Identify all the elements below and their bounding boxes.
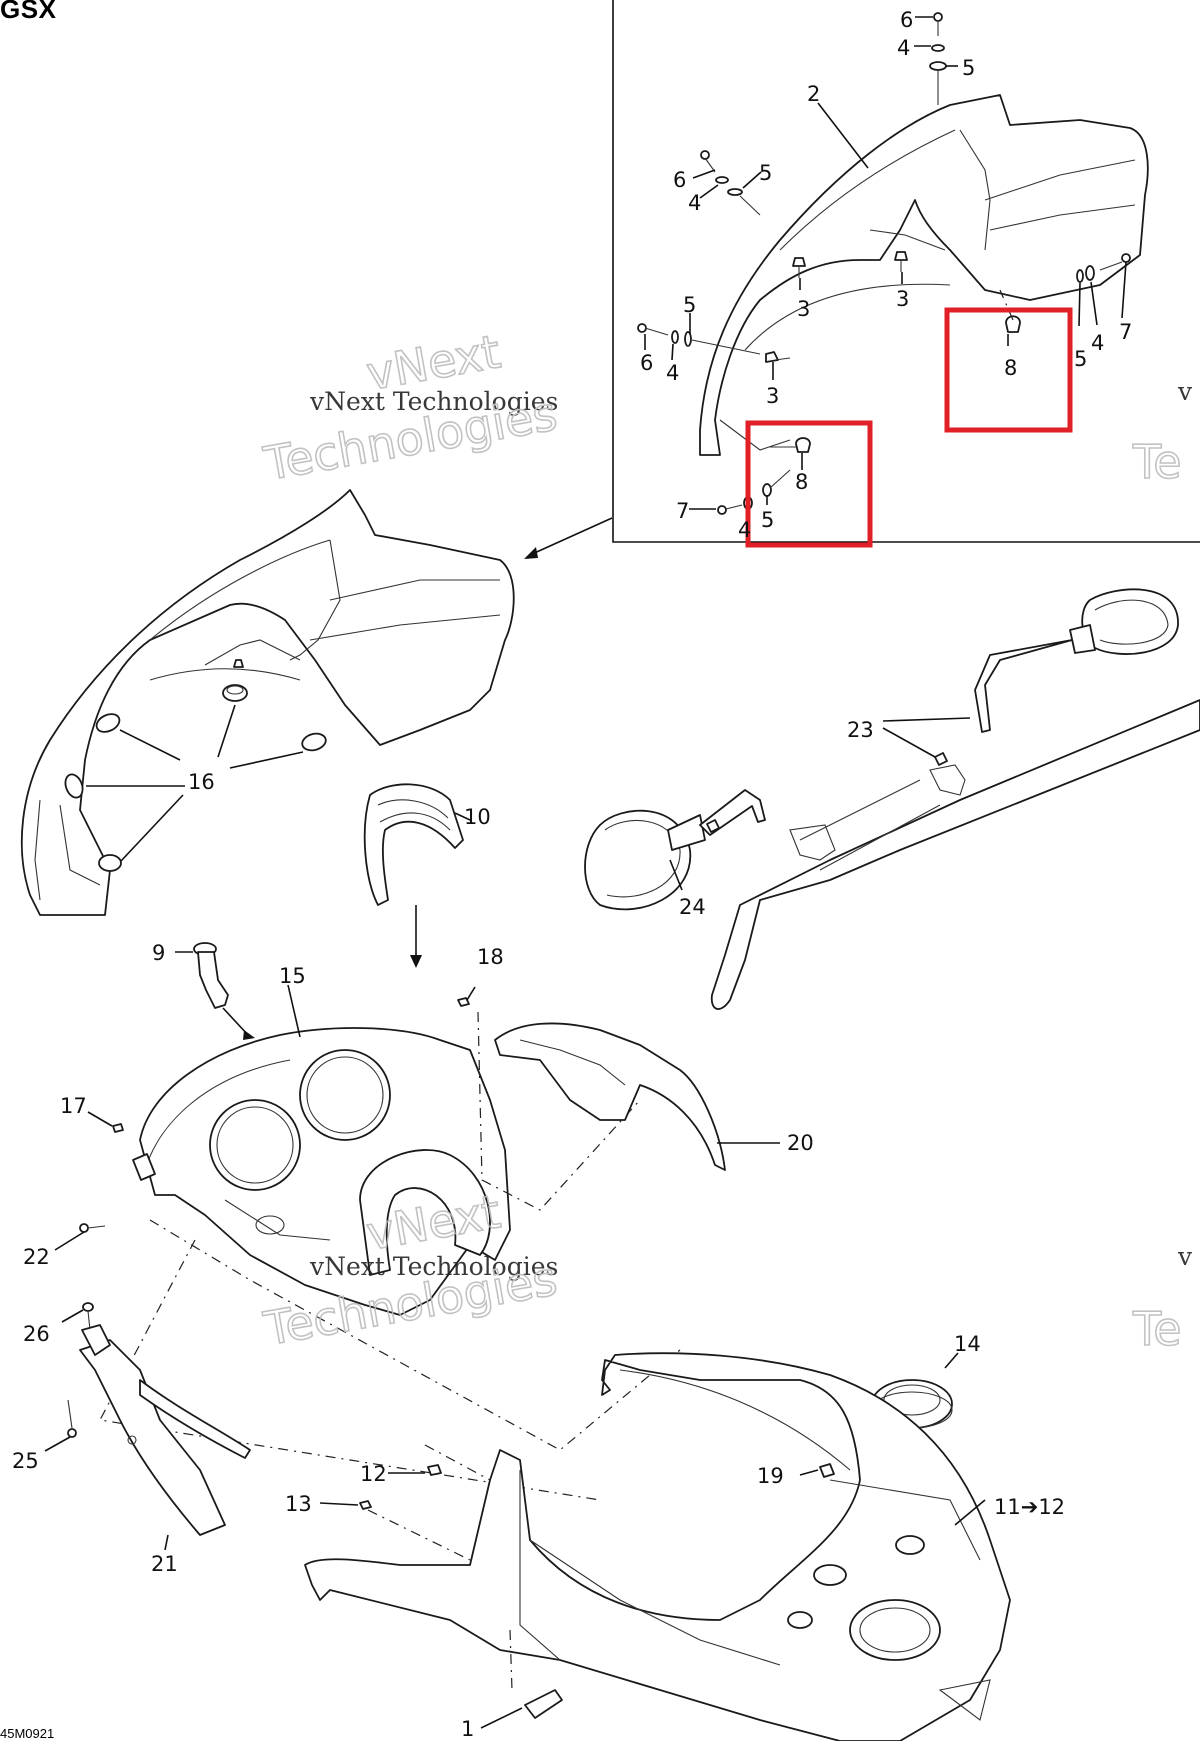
callout-19: 19	[757, 1464, 784, 1488]
callout-5: 5	[759, 161, 772, 185]
callout-4: 4	[666, 361, 679, 385]
watermark-side-4: Te	[1132, 1302, 1182, 1356]
parts-17-18-20-22	[54, 986, 780, 1501]
callout-6: 6	[900, 8, 913, 32]
callout-16: 16	[188, 770, 215, 794]
callout-20: 20	[787, 1131, 814, 1155]
inset-hardware	[637, 12, 1131, 515]
callout-14: 14	[954, 1332, 981, 1356]
grommets-16	[64, 659, 327, 872]
callout-6: 6	[640, 351, 653, 375]
callout-4: 4	[688, 191, 701, 215]
callout-8: 8	[1004, 356, 1017, 380]
inset-arrow	[529, 517, 613, 556]
watermark-top-2: vNext Technologies	[309, 387, 558, 416]
watermark-side-1: v	[1177, 377, 1193, 406]
callout-12: 12	[360, 1462, 387, 1486]
parts-21-25-26	[44, 1302, 251, 1551]
callout-3: 3	[797, 297, 810, 321]
callout-25: 25	[12, 1449, 39, 1473]
callout-5: 5	[683, 293, 696, 317]
callout-4: 4	[1091, 331, 1104, 355]
callout-10: 10	[464, 805, 491, 829]
watermark-side-3: v	[1177, 1242, 1193, 1271]
highlight-box-part-8-left	[745, 420, 873, 548]
part-15-housing	[132, 984, 511, 1316]
callout-5: 5	[1074, 347, 1087, 371]
callout-21: 21	[151, 1552, 178, 1576]
callout-7: 7	[676, 499, 689, 523]
inset-frame	[612, 0, 1200, 543]
callout-24: 24	[679, 895, 706, 919]
callout-7: 7	[1119, 320, 1132, 344]
watermarks: vNext vNext Technologies Technologies vN…	[259, 324, 1193, 1357]
callout-18: 18	[477, 945, 504, 969]
watermark-mid-2: vNext Technologies	[309, 1252, 558, 1281]
callout-8: 8	[795, 470, 808, 494]
callout-1: 1	[461, 1717, 474, 1741]
lower-body-panel	[304, 1352, 1011, 1742]
callout-4: 4	[738, 518, 751, 542]
callout-23: 23	[847, 718, 874, 742]
callout-3: 3	[766, 384, 779, 408]
callout-13: 13	[285, 1492, 312, 1516]
callout-5: 5	[962, 56, 975, 80]
drawing-code: 45M0921	[0, 1726, 55, 1741]
callout-5: 5	[761, 508, 774, 532]
callout-15: 15	[279, 964, 306, 988]
inset-leaders	[644, 16, 1127, 510]
callout-3: 3	[896, 287, 909, 311]
model-label: GSX	[0, 0, 57, 24]
callout-26: 26	[23, 1322, 50, 1346]
callout-labels: 6 4 5 2 6 5 4 3 3 7 4 5 8 5 6 4 3 8 7 5 …	[12, 8, 1132, 1741]
highlight-box-part-8-right	[944, 307, 1073, 433]
inset-windshield	[699, 94, 1149, 456]
watermark-side-2: Te	[1132, 435, 1182, 489]
callout-2: 2	[807, 82, 820, 106]
callout-4: 4	[897, 36, 910, 60]
mirrors-handlebar	[584, 588, 1200, 1010]
callout-9: 9	[152, 941, 165, 965]
callout-22: 22	[23, 1245, 50, 1269]
callout-11-12: 11➔12	[994, 1495, 1065, 1519]
part-9-socket	[175, 942, 255, 1040]
part-10-cover	[363, 783, 471, 968]
main-windshield	[20, 489, 515, 916]
callout-17: 17	[60, 1094, 87, 1118]
callout-6: 6	[673, 168, 686, 192]
